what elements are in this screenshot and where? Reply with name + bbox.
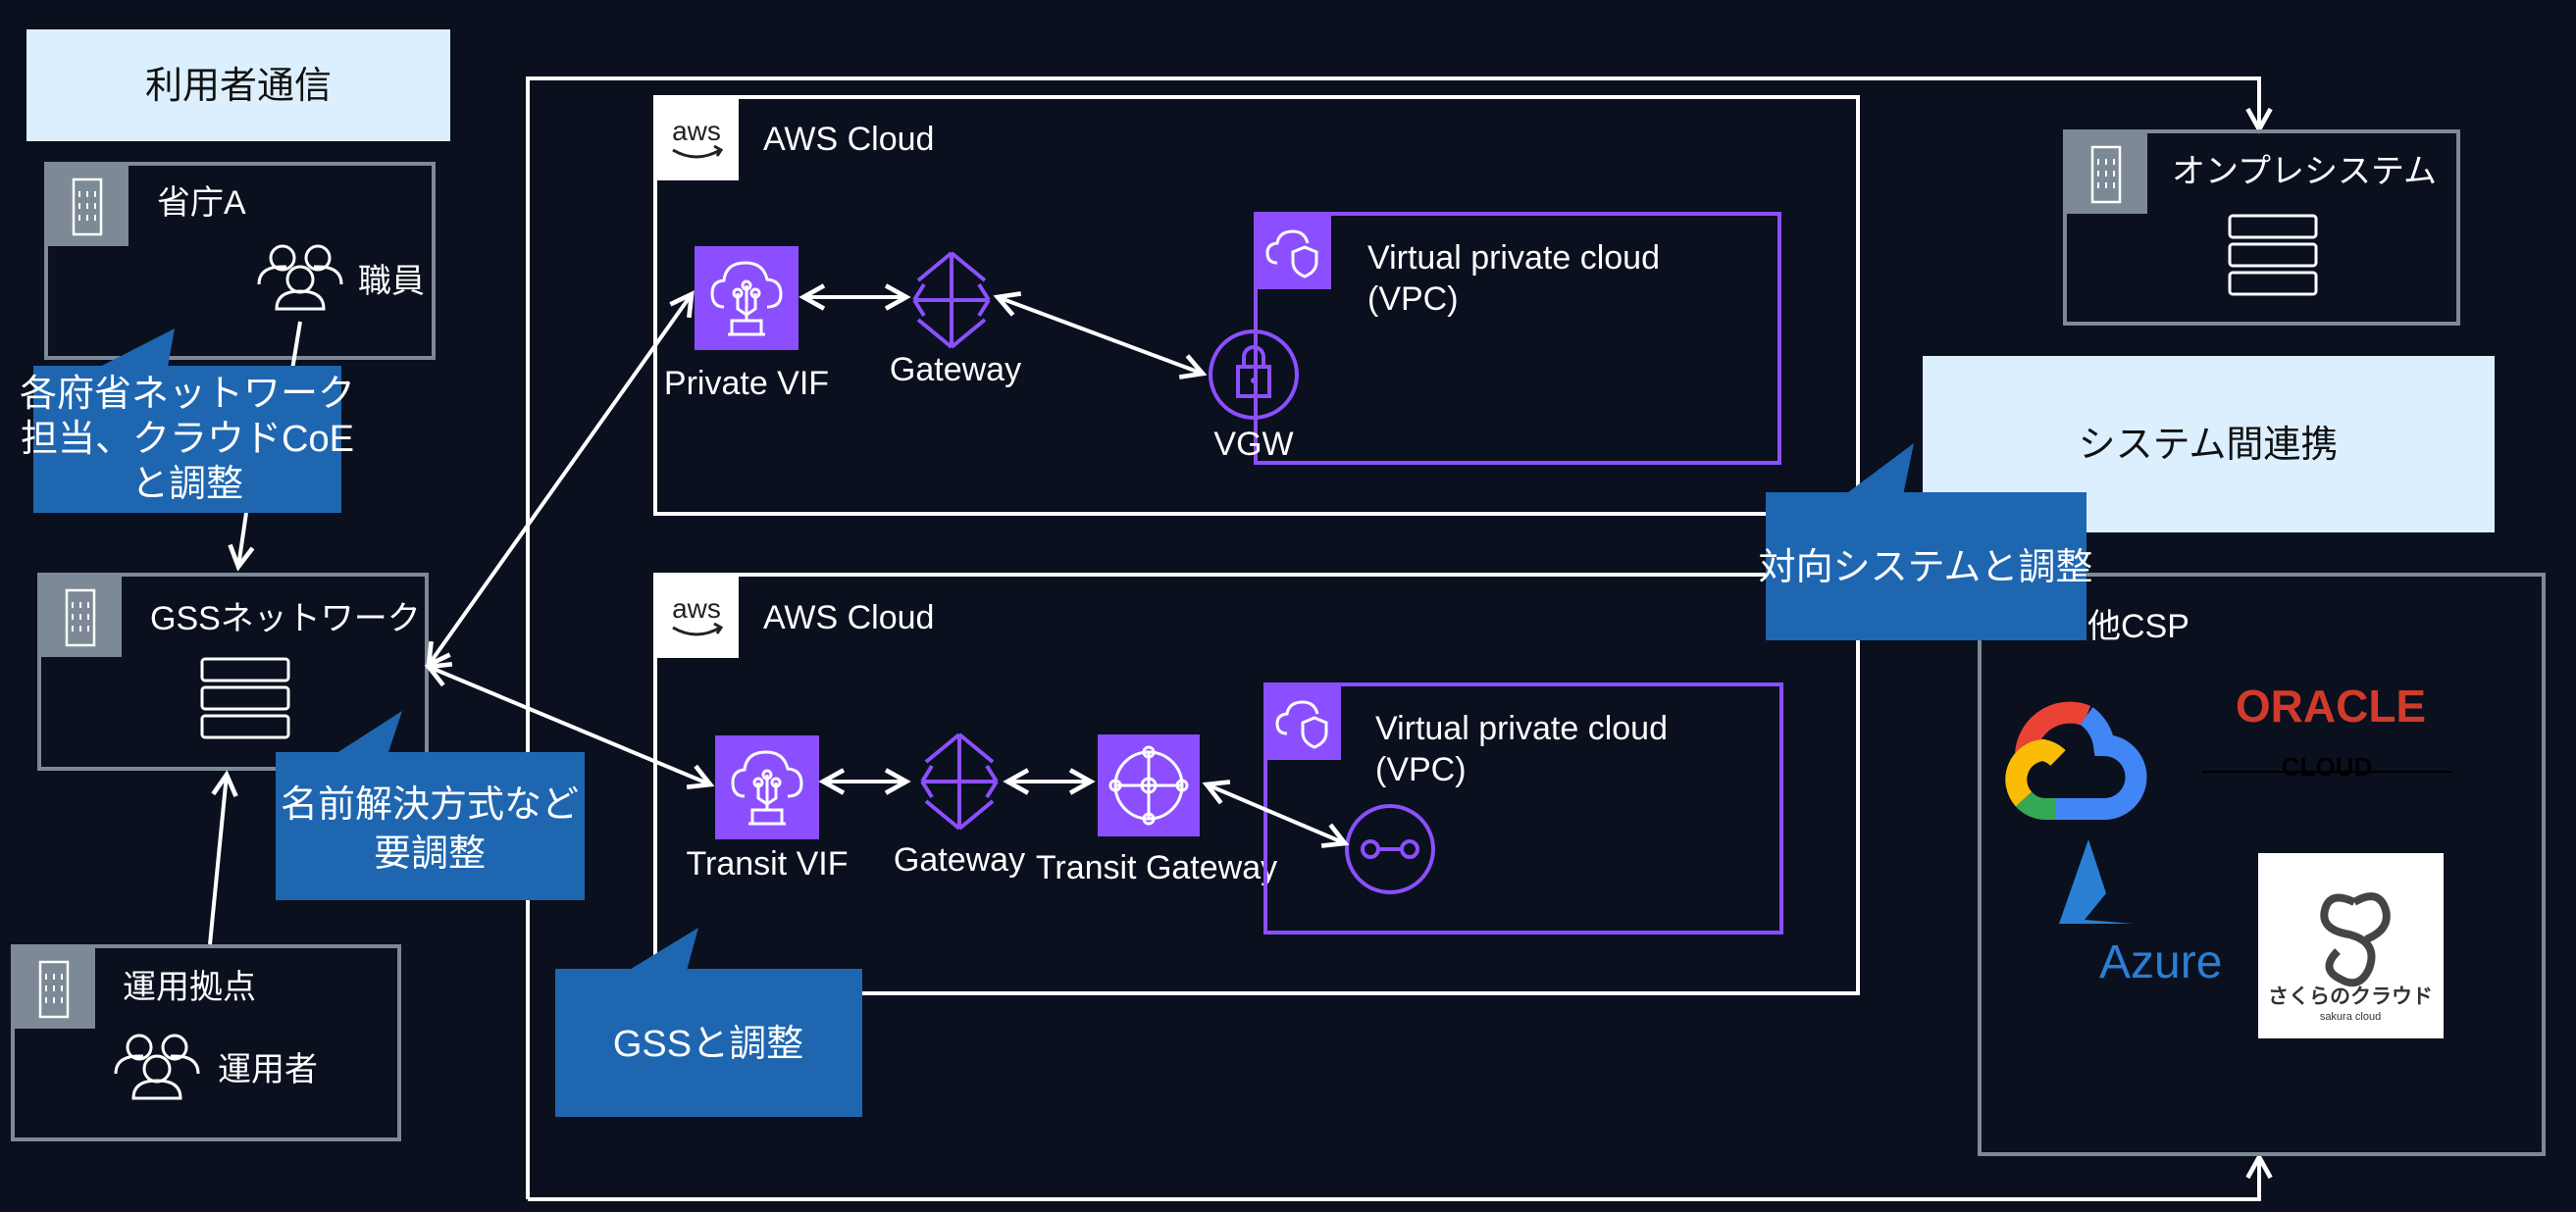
svg-text:各府省ネットワーク: 各府省ネットワーク (20, 374, 355, 415)
transit-gateway-icon (1098, 734, 1200, 836)
svg-text:sakura cloud: sakura cloud (2320, 1011, 2381, 1023)
gateway-icon (920, 732, 999, 831)
arrow-to-gss (238, 512, 246, 567)
vpc-icon (1263, 682, 1343, 762)
arrow-tgw-vpc (1207, 784, 1345, 843)
svg-text:省庁A: 省庁A (157, 184, 246, 222)
private-vif-icon (693, 244, 800, 352)
building-icon (37, 573, 124, 659)
server-icon (2228, 214, 2318, 296)
callout-naming: 名前解決方式など 要調整 (276, 711, 585, 900)
users-icon (257, 244, 343, 311)
csp-link-line (528, 1157, 2259, 1201)
gateway-icon (912, 251, 991, 349)
svg-text:AWS Cloud: AWS Cloud (763, 121, 934, 158)
azure-logo: Azure (2059, 839, 2222, 988)
svg-text:AWS Cloud: AWS Cloud (763, 599, 934, 636)
transit-vif-icon (713, 733, 821, 841)
svg-text:対向システムと調整: 対向システムと調整 (1759, 547, 2093, 588)
aws-cloud-1: AWS Cloud Private VIF Gateway Virtual pr… (653, 95, 1860, 516)
svg-text:Private VIF: Private VIF (664, 365, 829, 402)
svg-text:他CSP: 他CSP (2087, 608, 2190, 645)
svg-text:VGW: VGW (1213, 426, 1293, 463)
svg-text:GSSネットワーク: GSSネットワーク (150, 600, 421, 637)
arrow-gateway-vgw (998, 297, 1203, 374)
svg-text:(VPC): (VPC) (1375, 751, 1467, 788)
other-csp-group: 他CSP ORACLE CLOUD Azure さくらのクラウド sakura … (1978, 573, 2546, 1156)
svg-text:担当、クラウドCoE: 担当、クラウドCoE (21, 419, 354, 460)
vpc-attachment-icon (1345, 804, 1435, 894)
connector-line (290, 321, 302, 371)
users-icon (114, 1034, 200, 1100)
svg-text:と調整: と調整 (131, 464, 243, 505)
sakura-cloud-logo: さくらのクラウド sakura cloud (2258, 853, 2444, 1038)
arrow-ops-to-gss (208, 775, 227, 945)
svg-text:CLOUD: CLOUD (2282, 752, 2372, 782)
building-icon (11, 944, 97, 1031)
svg-text:Gateway: Gateway (894, 841, 1025, 879)
svg-text:Virtual private cloud: Virtual private cloud (1375, 710, 1668, 747)
server-icon (200, 657, 290, 739)
callout-gss: GSSと調整 (555, 928, 862, 1117)
svg-text:利用者通信: 利用者通信 (145, 66, 332, 107)
building-icon (44, 162, 130, 248)
arrow-gss-transit-vif (429, 667, 710, 784)
svg-text:職員: 職員 (358, 263, 425, 300)
building-icon (2063, 129, 2149, 216)
onprem-group: オンプレシステム (2063, 129, 2460, 326)
ministry-group: 省庁A 職員 (44, 162, 436, 360)
aws-logo-icon (653, 95, 741, 182)
svg-text:要調整: 要調整 (374, 833, 486, 875)
svg-text:運用者: 運用者 (218, 1051, 318, 1088)
svg-text:名前解決方式など: 名前解決方式など (281, 784, 579, 826)
svg-text:GSSと調整: GSSと調整 (613, 1024, 803, 1065)
gss-network-group: GSSネットワーク (37, 573, 429, 771)
svg-text:Gateway: Gateway (890, 351, 1021, 388)
svg-text:(VPC): (VPC) (1367, 280, 1459, 318)
svg-text:Transit Gateway: Transit Gateway (1036, 849, 1277, 886)
svg-text:Transit VIF: Transit VIF (687, 845, 849, 883)
section-label-user-comm: 利用者通信 (26, 29, 450, 141)
oracle-logo: ORACLE (2236, 681, 2426, 732)
svg-text:システム間連携: システム間連携 (2079, 425, 2339, 466)
svg-text:オンプレシステム: オンプレシステム (2172, 153, 2437, 190)
lock-icon (1209, 329, 1299, 420)
callout-peer: 対向システムと調整 (1759, 443, 2093, 640)
google-cloud-logo (2005, 701, 2147, 820)
callout-ministry: 各府省ネットワーク 担当、クラウドCoE と調整 (20, 328, 355, 513)
vpc-box (1254, 212, 1781, 465)
operations-group: 運用拠点 運用者 (11, 944, 401, 1141)
aws-cloud-2: AWS Cloud Transit VIF Gateway Transit Ga… (653, 573, 1860, 995)
vpc-icon (1254, 212, 1333, 291)
svg-text:Virtual private cloud: Virtual private cloud (1367, 239, 1660, 277)
aws-logo-icon (653, 573, 741, 660)
arrow-gss-private-vif (429, 294, 692, 665)
svg-text:さくらのクラウド: さくらのクラウド (2268, 985, 2433, 1008)
svg-text:運用拠点: 運用拠点 (123, 969, 256, 1006)
svg-text:Azure: Azure (2099, 936, 2222, 988)
